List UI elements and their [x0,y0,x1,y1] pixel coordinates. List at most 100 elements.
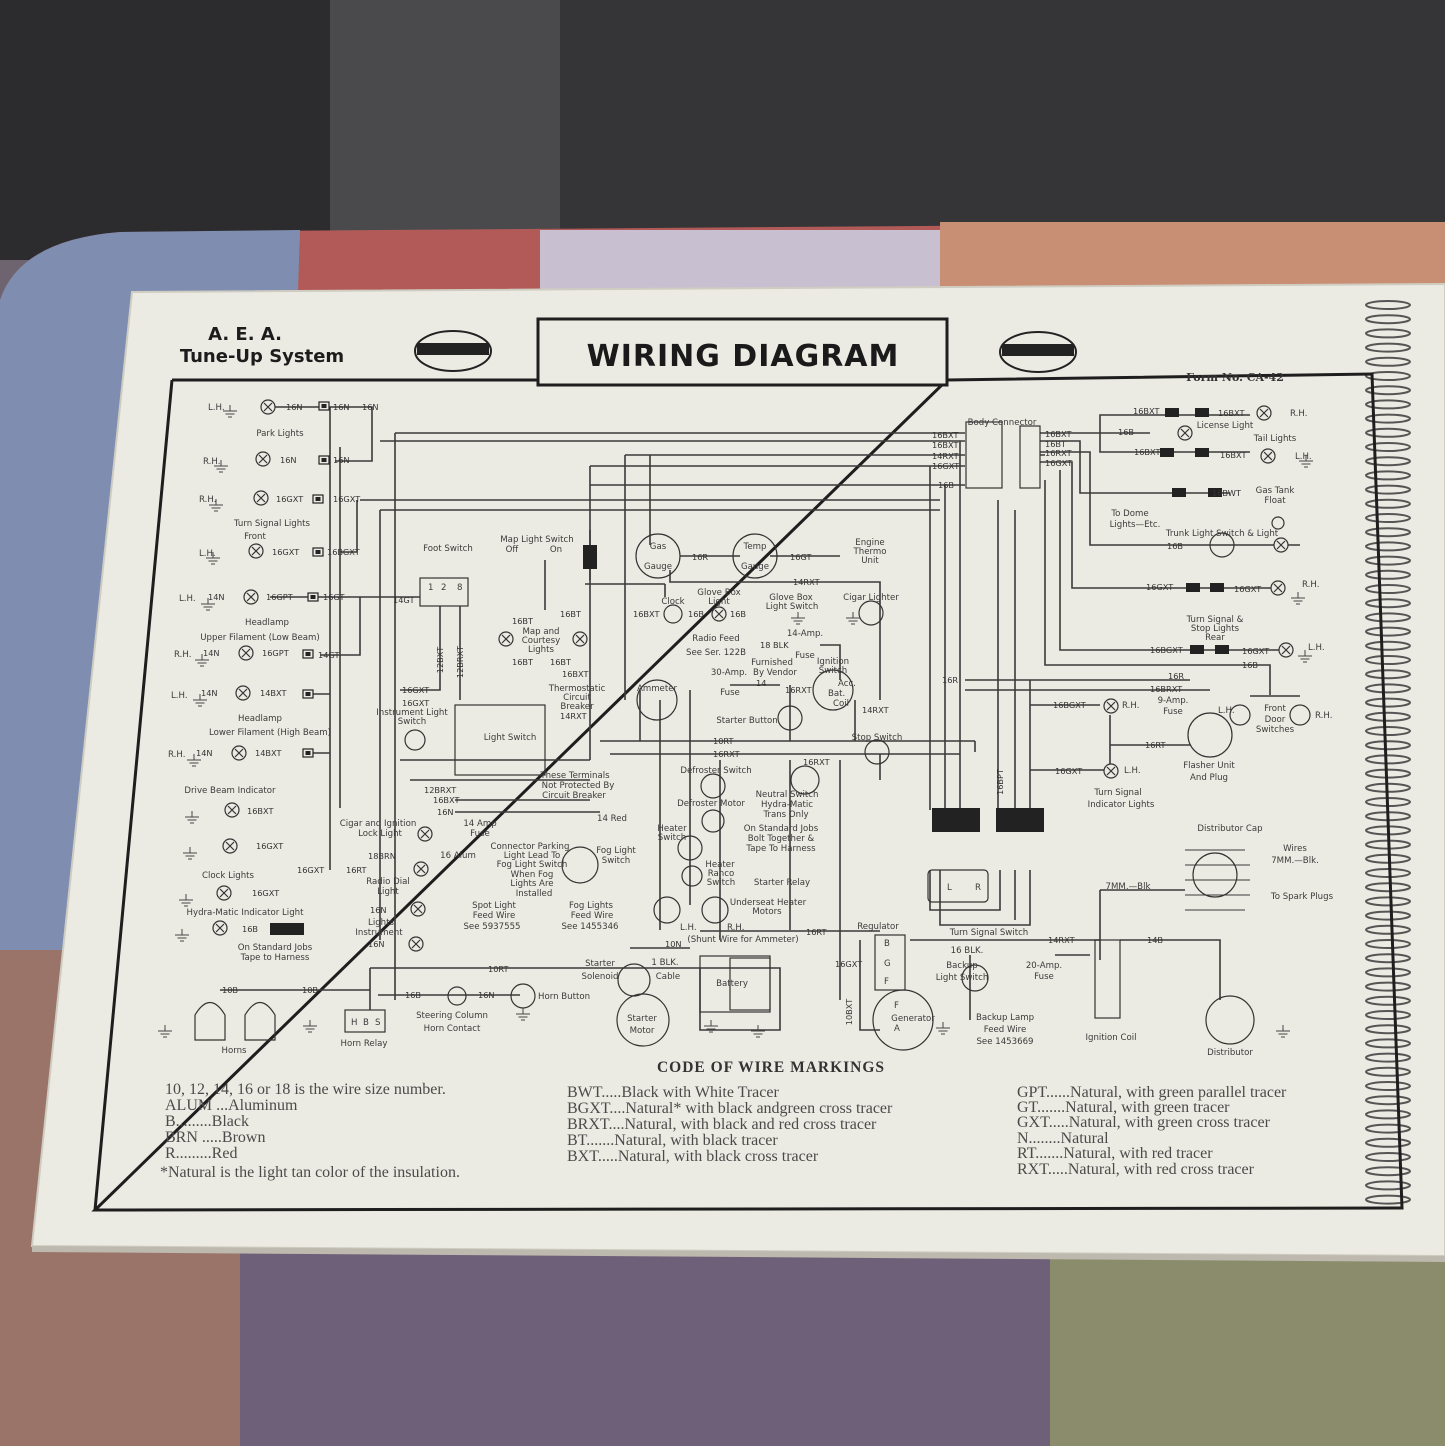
wire-label: 16GT [323,592,345,602]
wire-label: 16BT [1045,439,1067,449]
wire-label: 16N [333,455,350,465]
heater-ranco-label: Switch [707,878,735,888]
tail-lights-label: Tail Lights [1253,434,1297,444]
fuse-14amp-left-label: Fuse [470,829,490,839]
clock-label: Clock [661,597,684,607]
foot-switch-terminal: 1 [428,583,433,593]
side-label: L.H. [1308,643,1325,653]
wire-label: 16GXT [272,547,300,557]
wire-label: 14RXT [1048,935,1076,945]
legend-middle-line: BT.......Natural, with black tracer [567,1132,778,1149]
clock-lights-label: Clock Lights [202,871,255,881]
spiral-coil [1365,612,1411,623]
spiral-coil [1365,910,1411,921]
turn-signal-indicator-label: Turn Signal [1093,788,1141,798]
side-label: R.H. [1122,701,1139,711]
spiral-coil [1365,868,1411,878]
wire-label: 16N [478,990,495,1000]
glove-box-light-label: Light [708,597,730,607]
wire-label: 12BRXT [455,645,465,678]
wire-label: 14 [756,678,766,688]
spiral-coil [1365,598,1411,609]
side-label: R.H. [1290,409,1307,419]
wire-label: 16BXT [932,440,960,450]
park-lights-label: Park Lights [256,429,304,439]
wire-label: 16N [286,402,303,412]
horn-relay-terminal: S [375,1018,380,1028]
spiral-coil [1365,669,1411,680]
wire-label: 10RT [488,964,510,974]
defroster-motor-label: Defroster Motor [677,799,745,809]
hydramatic-indicator-label: Hydra-Matic Indicator Light [187,908,305,918]
wire-label: 18BRN [368,851,396,861]
std-jobs-tape-label: Tape to Harness [240,953,310,963]
cable-label: Cable [656,972,680,982]
spark-plugs-label: To Spark Plugs [1270,892,1334,902]
map-courtesy-label: Courtesy [522,636,560,646]
wire-label: 14N [208,592,225,602]
backup-switch-label: Backup [946,961,978,971]
to-dome-label: To Dome [1110,509,1148,519]
org-name: A. E. A. [208,324,282,345]
fuse-30amp-label: Fuse [720,688,740,698]
wire-label: 16BT [560,609,582,619]
wire-label: 16BXT [1218,408,1246,418]
wire-label: 16BXT [1133,406,1161,416]
wire-label: 10B [222,985,238,995]
wire-label: 16BGXT [327,547,361,557]
spiral-coil [1365,498,1411,509]
gas-tank-float-label: Gas Tank [1256,486,1295,496]
generator-label: Generator [891,1014,935,1024]
horn-relay-label: Horn Relay [341,1039,388,1049]
spiral-coil [1365,754,1411,765]
spiral-coil [1365,939,1411,949]
connector-parking-note: Connector Parking [491,842,570,852]
furnished-by-vendor-label: Furnished [751,658,793,668]
starter-button-label: Starter Button [716,716,777,726]
glove-box-light-label: Glove Box [697,588,740,598]
wire-label: 14BXT [260,688,287,698]
fuse-14amp-label: 14-Amp. [787,629,823,639]
defroster-switch-label: Defroster Switch [680,766,751,776]
wire-label: 16B [938,480,954,490]
spiral-coil [1365,513,1411,523]
wire-label: 16B [730,609,746,619]
spiral-coil [1365,1137,1411,1148]
radio-feed-label: Radio Feed [692,634,739,644]
std-jobs-bolt-label: Tape To Harness [745,844,816,854]
spiral-coil [1365,640,1411,651]
side-label: R.H. [174,650,191,660]
wire-label: 10B [302,985,318,995]
system-name: Tune-Up System [180,346,344,367]
foot-switch-label: Foot Switch [423,544,473,554]
engine-thermo-label: Engine [855,538,884,548]
turn-signal-rear-label: Rear [1205,633,1225,643]
fog-light-switch-label: Switch [602,856,630,866]
spiral-coil [1365,981,1411,992]
paper-edge-shadow [32,1246,1445,1262]
spiral-coil [1365,328,1411,339]
foot-switch-terminal: 2 [441,583,446,593]
ammeter-label: Ammeter [637,684,678,694]
wire-label: 16R [1168,671,1184,681]
spiral-coil [1365,1066,1411,1077]
spiral-coil [1365,1095,1411,1106]
instrument-light-switch-label: Instrument Light [376,708,448,718]
wire-label: 16BGXT [1053,700,1087,710]
legend-left-line: B.........Black [165,1113,249,1130]
cigar-ignition-light-label: Lock Light [358,829,402,839]
fuse-20amp-label: 20-Amp. [1026,961,1062,971]
heater-switch-label: Switch [658,833,686,843]
wire-label: 16B [1242,660,1258,670]
drive-beam-indicator-label: Drive Beam Indicator [184,786,276,796]
regulator-label: Regulator [857,922,899,932]
foot-switch-terminal: 8 [457,583,462,593]
neutral-switch-label: Neutral Switch [756,790,819,800]
wire-label: 16GXT [276,494,304,504]
legend-right-line: GT.......Natural, with green tracer [1017,1099,1230,1116]
underseat-heater-label: Underseat Heater [730,898,807,908]
wire-label: 16GT [790,552,812,562]
spiral-coil [1365,882,1411,893]
component-labels: Park Lights Turn Signal Lights Front Hea… [184,418,1333,1058]
fuse-9amp-label: 9-Amp. [1158,696,1189,706]
